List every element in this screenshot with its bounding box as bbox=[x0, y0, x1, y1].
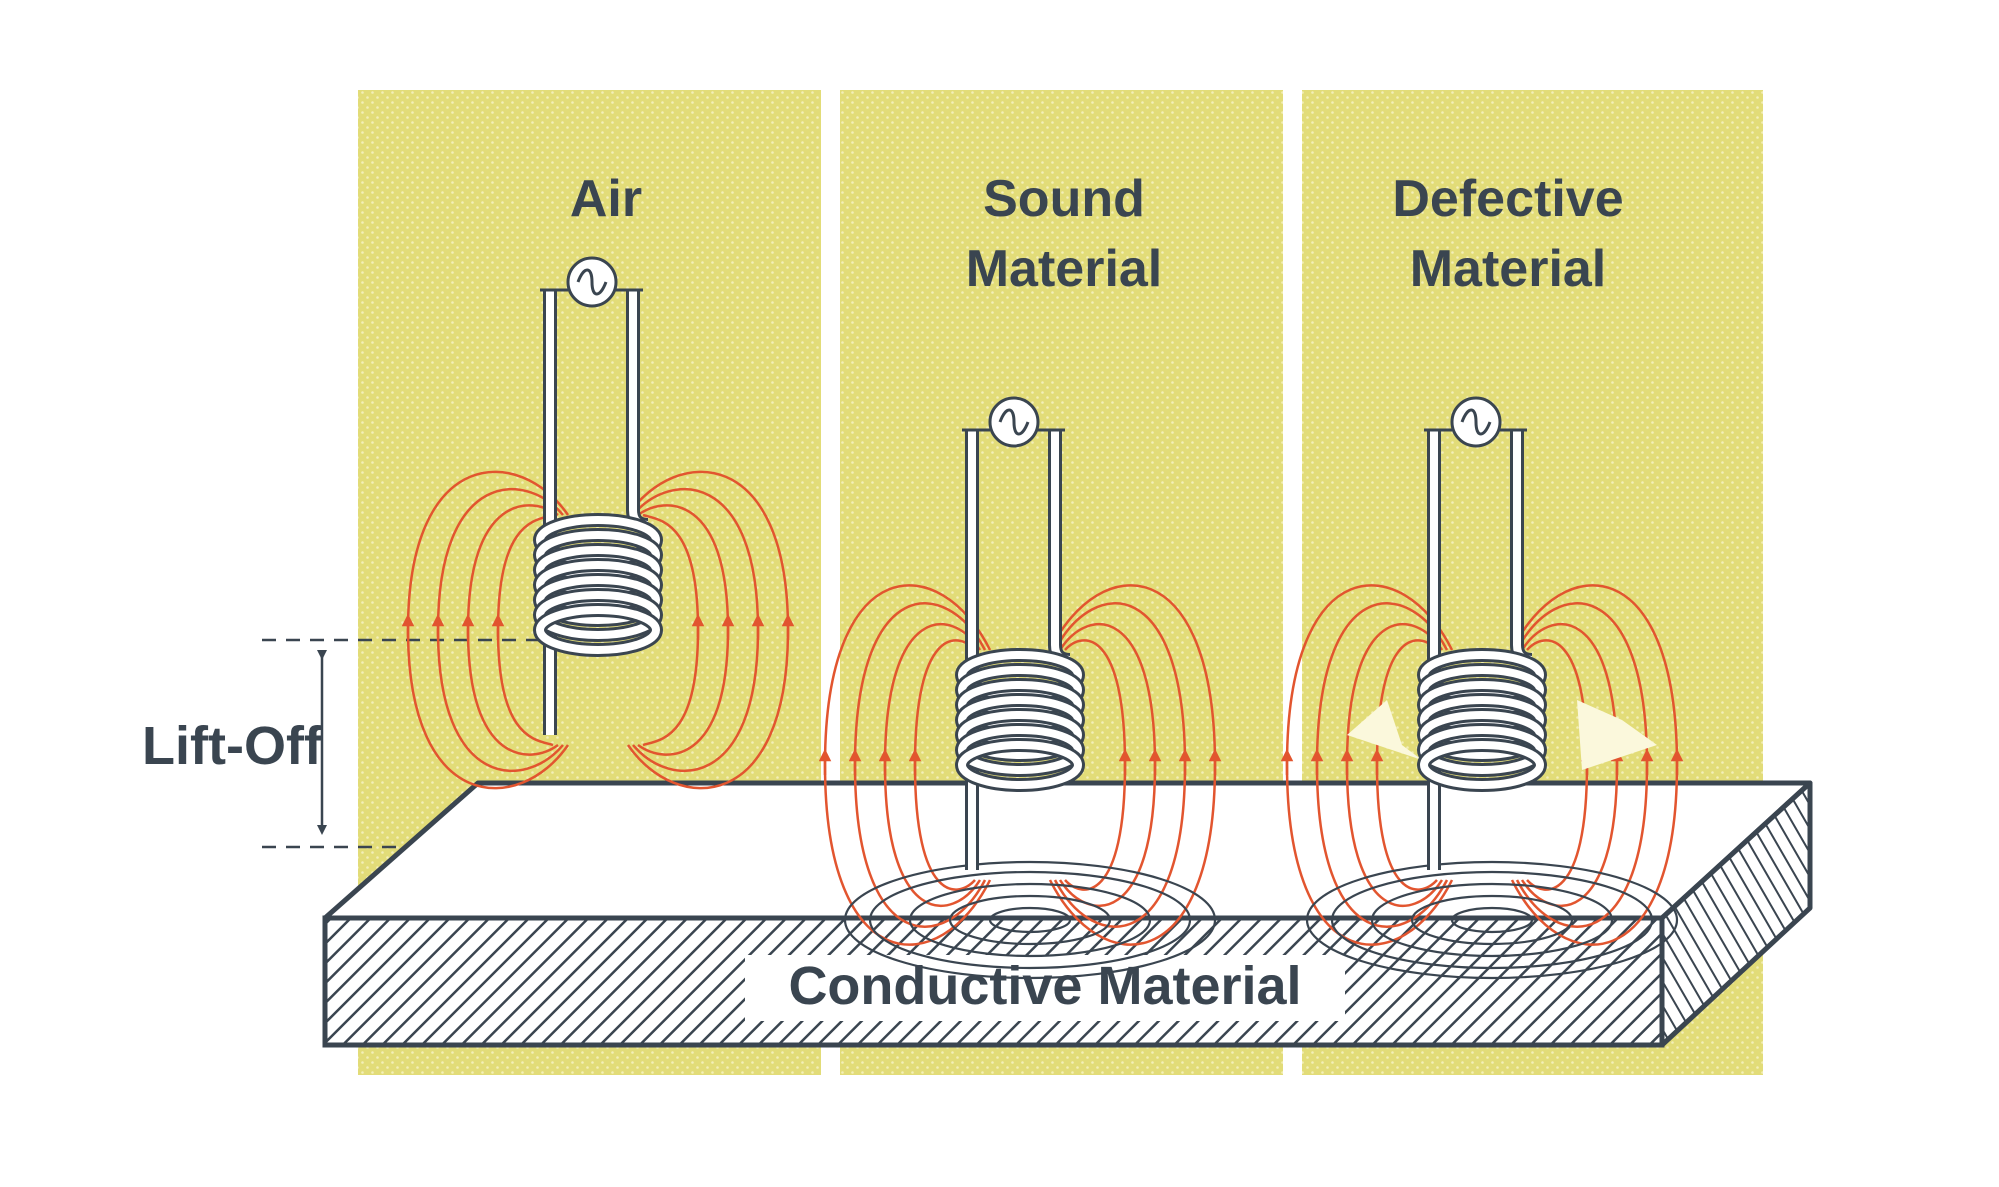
sound-coil bbox=[955, 648, 1085, 792]
panel-title-sound-line2: Material bbox=[966, 240, 1163, 298]
air-ac-source-icon bbox=[566, 256, 618, 308]
conductive-material-label: Conductive Material bbox=[788, 956, 1301, 1016]
defective-coil bbox=[1417, 648, 1547, 792]
air-coil bbox=[533, 513, 663, 657]
sound-eddy-currents bbox=[843, 860, 1217, 980]
sound-eddy-current-loop bbox=[988, 906, 1072, 934]
panel-title-defective-line1: Defective bbox=[1392, 170, 1623, 228]
sound-probe bbox=[818, 396, 1222, 980]
defective-eddy-current-loop bbox=[1370, 882, 1614, 958]
panel-title-sound-line1: Sound bbox=[983, 170, 1145, 228]
sound-eddy-current-loop bbox=[908, 882, 1152, 958]
liftoff-dimension bbox=[262, 638, 635, 849]
defective-probe bbox=[1280, 396, 1684, 980]
defective-ac-source-icon bbox=[1450, 396, 1502, 448]
defective-eddy-current-loop bbox=[1450, 906, 1534, 934]
defective-eddy-current-loop bbox=[1305, 860, 1679, 980]
sound-eddy-current-loop bbox=[948, 894, 1112, 946]
sound-ac-source-icon bbox=[988, 396, 1040, 448]
defective-eddy-currents bbox=[1305, 860, 1679, 980]
air-probe bbox=[401, 256, 795, 790]
defective-eddy-current-loop bbox=[1410, 894, 1574, 946]
liftoff-label: Lift-Off bbox=[142, 716, 323, 776]
sound-eddy-current-loop bbox=[843, 860, 1217, 980]
defective-defect-mark bbox=[1577, 700, 1657, 770]
probe-layer bbox=[401, 256, 1684, 980]
panel-title-defective-line2: Material bbox=[1410, 240, 1607, 298]
defective-defect-mark bbox=[1347, 700, 1422, 760]
air-magnetic-field-lines bbox=[401, 470, 795, 790]
defective-eddy-current-loop bbox=[1330, 870, 1654, 970]
panel-title-air: Air bbox=[570, 170, 642, 228]
sound-magnetic-field-lines bbox=[818, 584, 1222, 946]
sound-eddy-current-loop bbox=[868, 870, 1192, 970]
